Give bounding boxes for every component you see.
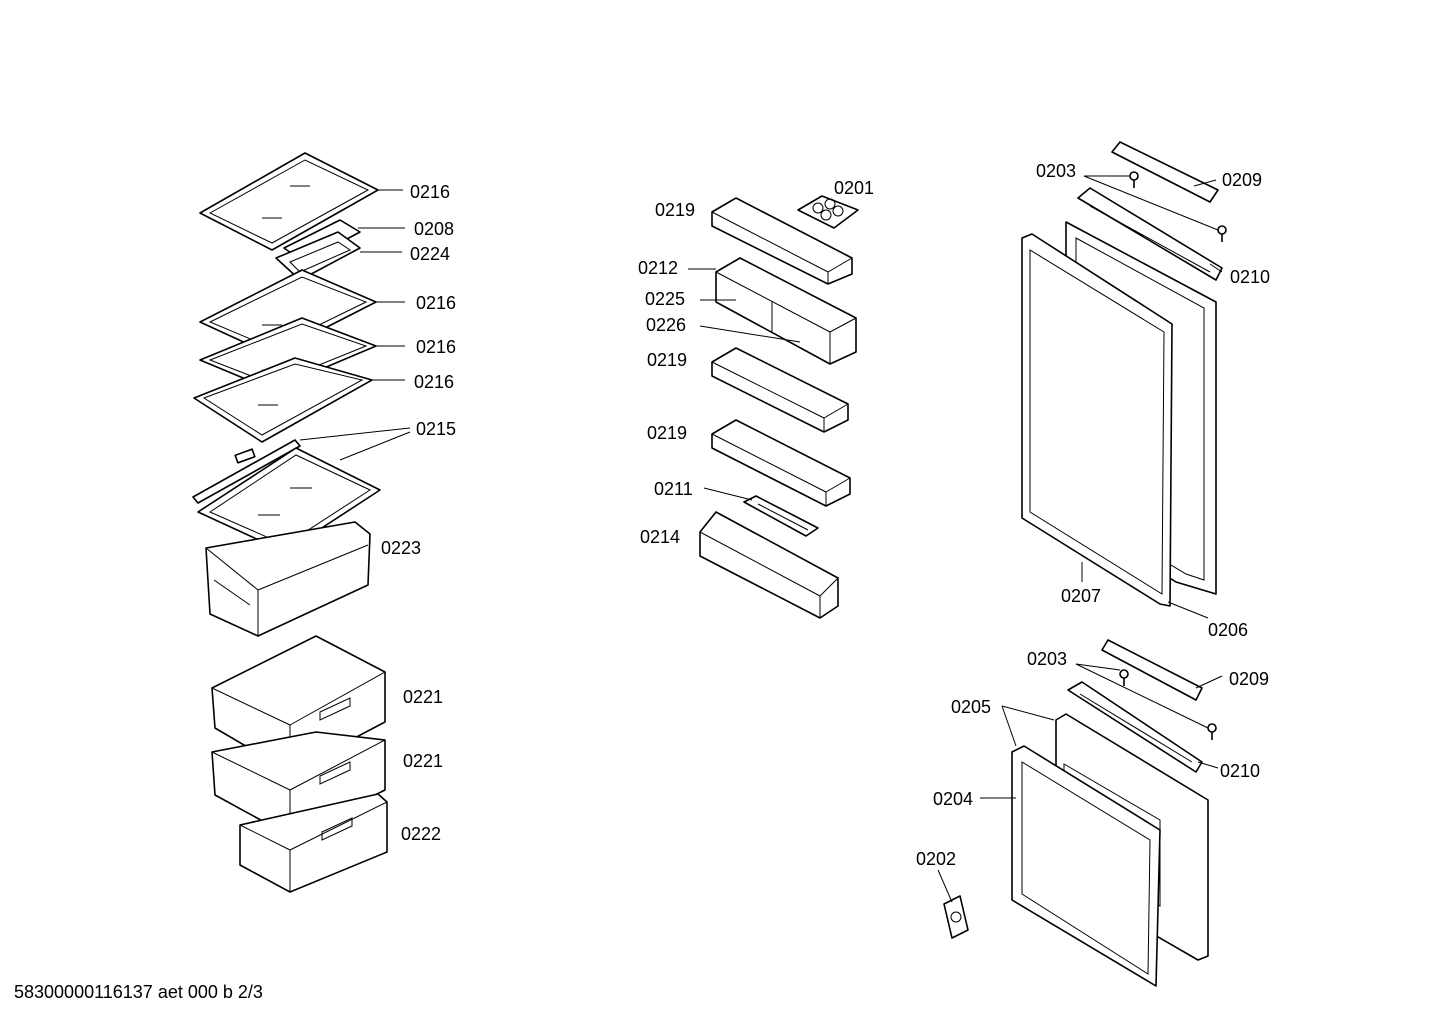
label-0204: 0204: [933, 789, 973, 809]
label-0219-b: 0219: [647, 350, 687, 370]
left-column-parts: [192, 152, 388, 893]
egg-tray-0201: [797, 195, 859, 229]
middle-column-parts: [699, 195, 859, 619]
label-0224: 0224: [410, 244, 450, 264]
bottle-retainer-0211: [743, 495, 819, 537]
right-column-parts: [943, 141, 1227, 987]
label-0216-c: 0216: [416, 337, 456, 357]
label-0221-b: 0221: [403, 751, 443, 771]
diagram-footer-code: 58300000116137 aet 000 b 2/3: [14, 982, 263, 1002]
fridge-gasket-0207: [1021, 233, 1173, 607]
door-bin-0219-lower: [711, 419, 851, 507]
hinge-0210-top: [1077, 187, 1223, 281]
label-0202: 0202: [916, 849, 956, 869]
hinge-0210-lower: [1067, 681, 1203, 773]
door-bin-0212: [715, 257, 857, 365]
part-labels: 0216 0208 0224 0216 0216 0216 0215 0223 …: [381, 161, 1270, 869]
knob-0202: [943, 895, 969, 939]
bottle-holder-0208: [275, 219, 361, 281]
glass-shelf-0216-4: [193, 357, 373, 443]
middle-leader-lines: [688, 268, 801, 501]
label-0214: 0214: [640, 527, 680, 547]
label-0212: 0212: [638, 258, 678, 278]
label-0223: 0223: [381, 538, 421, 558]
hinge-cover-0209-top: [1111, 141, 1219, 203]
label-0216-d: 0216: [414, 372, 454, 392]
label-0210-b: 0210: [1220, 761, 1260, 781]
door-bin-0214: [699, 511, 839, 619]
label-0225: 0225: [645, 289, 685, 309]
right-leader-lines: [937, 175, 1223, 903]
label-0215: 0215: [416, 419, 456, 439]
label-0208: 0208: [414, 219, 454, 239]
label-0207: 0207: [1061, 586, 1101, 606]
label-0209-b: 0209: [1229, 669, 1269, 689]
hinge-cover-0209-lower: [1101, 639, 1203, 701]
label-0210-a: 0210: [1230, 267, 1270, 287]
label-0203-a: 0203: [1036, 161, 1076, 181]
door-bin-0219-middle: [711, 347, 849, 433]
label-0209-a: 0209: [1222, 170, 1262, 190]
label-0211: 0211: [654, 479, 693, 499]
drawer-0222: [239, 793, 388, 893]
label-0203-b: 0203: [1027, 649, 1067, 669]
label-0216-b: 0216: [416, 293, 456, 313]
label-0206: 0206: [1208, 620, 1248, 640]
label-0226: 0226: [646, 315, 686, 335]
label-0205: 0205: [951, 697, 991, 717]
label-0216-a: 0216: [410, 182, 450, 202]
label-0221-a: 0221: [403, 687, 443, 707]
left-leader-lines: [299, 189, 411, 461]
crisper-0223: [205, 521, 371, 637]
label-0201: 0201: [834, 178, 874, 198]
label-0222: 0222: [401, 824, 441, 844]
screws-0203-top: [1129, 171, 1227, 242]
door-bin-0219-top: [711, 197, 853, 285]
freezer-gasket-0204: [1011, 745, 1161, 987]
label-0219-c: 0219: [647, 423, 687, 443]
label-0219-a: 0219: [655, 200, 695, 220]
